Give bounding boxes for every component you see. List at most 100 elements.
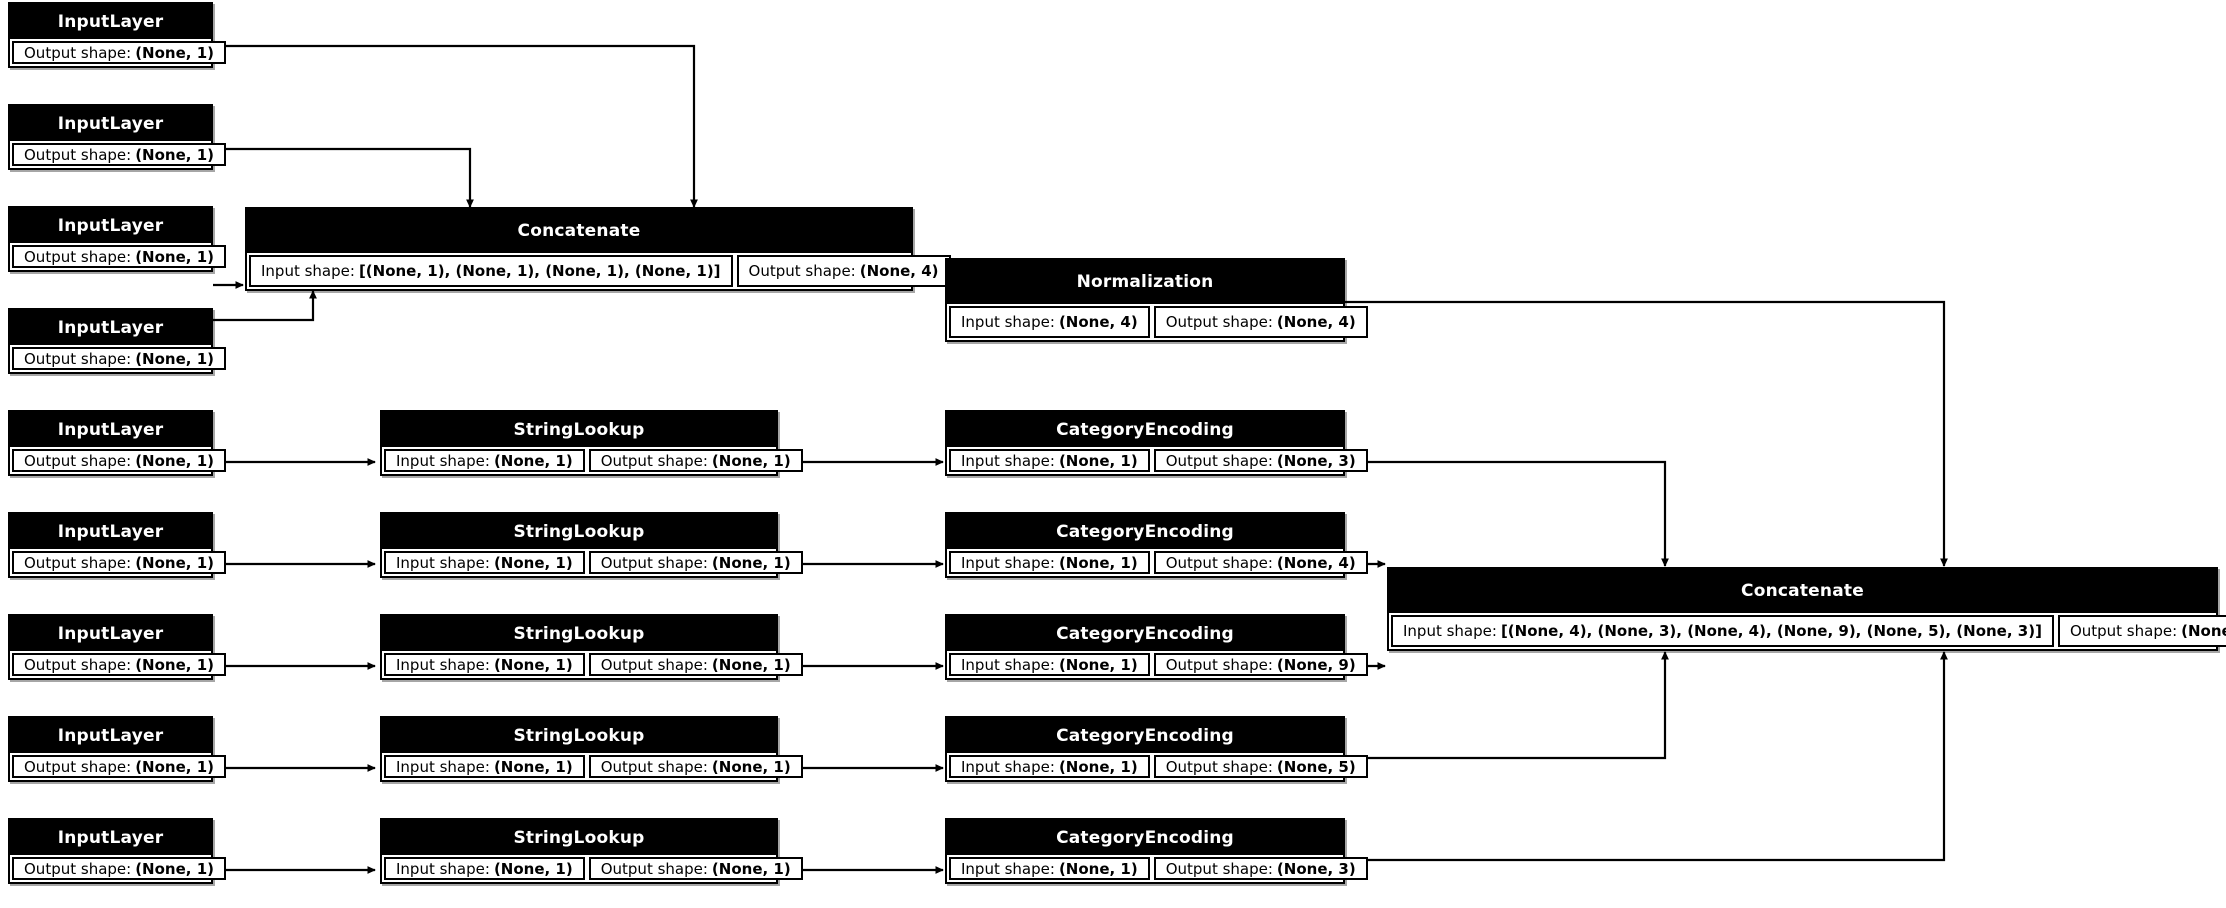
edge-norm-concat2 xyxy=(1345,300,1948,567)
output-shape-label: Output shape: xyxy=(2069,622,2178,640)
node-normalization[interactable]: Normalization Input shape:(None, 4) Outp… xyxy=(945,258,1368,342)
output-shape-cell: Output shape:(None, 9) xyxy=(1153,653,1368,676)
node-title: InputLayer xyxy=(10,616,211,651)
node-stringlookup-5[interactable]: StringLookup Input shape:(None, 1) Outpu… xyxy=(380,818,803,884)
output-shape-value: (None, 1) xyxy=(135,43,214,62)
input-shape-value: (None, 1) xyxy=(1058,859,1138,878)
output-shape-cell: Output shape:(None, 1) xyxy=(12,143,226,166)
output-shape-label: Output shape: xyxy=(24,43,132,62)
input-shape-cell: Input shape:(None, 1) xyxy=(384,551,585,574)
node-inputlayer-5[interactable]: InputLayer Output shape:(None, 1) xyxy=(8,410,226,476)
output-shape-cell: Output shape:(None, 1) xyxy=(12,653,226,676)
output-shape-cell: Output shape:(None, 28) xyxy=(2057,615,2226,647)
node-inputlayer-8[interactable]: InputLayer Output shape:(None, 1) xyxy=(8,716,226,782)
node-title: InputLayer xyxy=(10,4,211,39)
node-title: StringLookup xyxy=(382,820,776,855)
output-shape-value: (None, 1) xyxy=(711,553,791,572)
input-shape-cell: Input shape:(None, 1) xyxy=(384,653,585,676)
node-title: StringLookup xyxy=(382,616,776,651)
node-title: CategoryEncoding xyxy=(947,514,1343,549)
output-shape-value: (None, 1) xyxy=(711,451,791,470)
output-shape-cell: Output shape:(None, 1) xyxy=(12,347,226,370)
node-inputlayer-6[interactable]: InputLayer Output shape:(None, 1) xyxy=(8,512,226,578)
node-title: CategoryEncoding xyxy=(947,718,1343,753)
input-shape-value: (None, 1) xyxy=(493,451,573,470)
node-title: InputLayer xyxy=(10,106,211,141)
node-title: CategoryEncoding xyxy=(947,820,1343,855)
node-concatenate-2[interactable]: Concatenate Input shape:[(None, 4), (Non… xyxy=(1387,567,2226,651)
output-shape-value: (None, 1) xyxy=(135,145,214,164)
node-title: InputLayer xyxy=(10,514,211,549)
node-categoryencoding-5[interactable]: CategoryEncoding Input shape:(None, 1) O… xyxy=(945,818,1368,884)
node-inputlayer-9[interactable]: InputLayer Output shape:(None, 1) xyxy=(8,818,226,884)
output-shape-cell: Output shape:(None, 4) xyxy=(1153,551,1368,574)
output-shape-value: (None, 1) xyxy=(135,655,214,674)
node-title: CategoryEncoding xyxy=(947,616,1343,651)
node-inputlayer-7[interactable]: InputLayer Output shape:(None, 1) xyxy=(8,614,226,680)
node-categoryencoding-1[interactable]: CategoryEncoding Input shape:(None, 1) O… xyxy=(945,410,1368,476)
node-stringlookup-4[interactable]: StringLookup Input shape:(None, 1) Outpu… xyxy=(380,716,803,782)
output-shape-label: Output shape: xyxy=(1165,757,1273,776)
output-shape-label: Output shape: xyxy=(24,655,132,674)
node-stringlookup-2[interactable]: StringLookup Input shape:(None, 1) Outpu… xyxy=(380,512,803,578)
node-title: Concatenate xyxy=(1389,569,2216,613)
node-concatenate-1[interactable]: Concatenate Input shape:[(None, 1), (Non… xyxy=(245,207,951,291)
input-shape-label: Input shape: xyxy=(961,451,1055,470)
input-shape-cell: Input shape:(None, 4) xyxy=(949,306,1150,338)
output-shape-cell: Output shape:(None, 1) xyxy=(588,653,803,676)
input-shape-label: Input shape: xyxy=(961,553,1055,572)
output-shape-label: Output shape: xyxy=(600,757,708,776)
node-inputlayer-1[interactable]: InputLayer Output shape:(None, 1) xyxy=(8,2,226,68)
output-shape-value: (None, 28) xyxy=(2181,622,2226,640)
output-shape-label: Output shape: xyxy=(600,451,708,470)
node-title: StringLookup xyxy=(382,412,776,447)
output-shape-cell: Output shape:(None, 4) xyxy=(1153,306,1368,338)
input-shape-label: Input shape: xyxy=(396,655,490,674)
node-title: InputLayer xyxy=(10,208,211,243)
input-shape-cell: Input shape:[(None, 4), (None, 3), (None… xyxy=(1391,615,2054,647)
output-shape-label: Output shape: xyxy=(24,247,132,266)
input-shape-cell: Input shape:(None, 1) xyxy=(949,449,1150,472)
output-shape-value: (None, 1) xyxy=(135,859,214,878)
node-categoryencoding-3[interactable]: CategoryEncoding Input shape:(None, 1) O… xyxy=(945,614,1368,680)
output-shape-value: (None, 1) xyxy=(135,553,214,572)
output-shape-value: (None, 5) xyxy=(1276,757,1356,776)
node-title: InputLayer xyxy=(10,718,211,753)
output-shape-cell: Output shape:(None, 1) xyxy=(12,755,226,778)
output-shape-cell: Output shape:(None, 5) xyxy=(1153,755,1368,778)
output-shape-cell: Output shape:(None, 3) xyxy=(1153,857,1368,880)
output-shape-cell: Output shape:(None, 1) xyxy=(588,449,803,472)
input-shape-cell: Input shape:(None, 1) xyxy=(949,551,1150,574)
input-shape-cell: Input shape:(None, 1) xyxy=(949,755,1150,778)
input-shape-cell: Input shape:(None, 1) xyxy=(949,653,1150,676)
node-title: InputLayer xyxy=(10,412,211,447)
output-shape-label: Output shape: xyxy=(1165,859,1273,878)
node-inputlayer-2[interactable]: InputLayer Output shape:(None, 1) xyxy=(8,104,226,170)
input-shape-label: Input shape: xyxy=(396,451,490,470)
output-shape-value: (None, 1) xyxy=(711,757,791,776)
output-shape-value: (None, 1) xyxy=(135,451,214,470)
node-inputlayer-4[interactable]: InputLayer Output shape:(None, 1) xyxy=(8,308,226,374)
output-shape-cell: Output shape:(None, 1) xyxy=(12,245,226,268)
output-shape-cell: Output shape:(None, 4) xyxy=(736,255,951,287)
input-shape-label: Input shape: xyxy=(961,655,1055,674)
output-shape-label: Output shape: xyxy=(1165,313,1273,331)
output-shape-label: Output shape: xyxy=(600,655,708,674)
input-shape-value: (None, 1) xyxy=(493,655,573,674)
input-shape-value: (None, 1) xyxy=(1058,757,1138,776)
input-shape-value: (None, 1) xyxy=(1058,553,1138,572)
node-stringlookup-3[interactable]: StringLookup Input shape:(None, 1) Outpu… xyxy=(380,614,803,680)
output-shape-cell: Output shape:(None, 1) xyxy=(12,857,226,880)
input-shape-cell: Input shape:[(None, 1), (None, 1), (None… xyxy=(249,255,733,287)
output-shape-label: Output shape: xyxy=(748,262,856,280)
input-shape-label: Input shape: xyxy=(961,313,1055,331)
input-shape-value: (None, 1) xyxy=(493,859,573,878)
edge-in4-concat1 xyxy=(213,290,317,322)
node-categoryencoding-2[interactable]: CategoryEncoding Input shape:(None, 1) O… xyxy=(945,512,1368,578)
edge-in1-concat1 xyxy=(213,44,698,208)
node-categoryencoding-4[interactable]: CategoryEncoding Input shape:(None, 1) O… xyxy=(945,716,1368,782)
node-title: Normalization xyxy=(947,260,1343,304)
input-shape-value: [(None, 1), (None, 1), (None, 1), (None,… xyxy=(358,262,721,280)
node-stringlookup-1[interactable]: StringLookup Input shape:(None, 1) Outpu… xyxy=(380,410,803,476)
node-inputlayer-3[interactable]: InputLayer Output shape:(None, 1) xyxy=(8,206,226,272)
